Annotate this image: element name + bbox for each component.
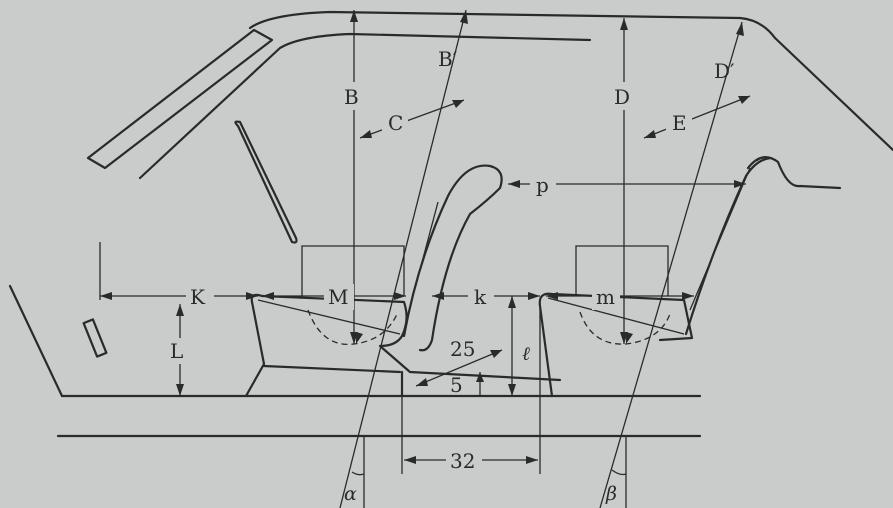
label-25: 25 [450, 337, 475, 361]
label-ell: ℓ [522, 343, 530, 365]
dim-25-arrow-right [490, 350, 502, 358]
front-seat-back [402, 164, 503, 352]
windshield-inner-line [138, 32, 592, 180]
dim-ell-arrow-top [508, 296, 516, 308]
label-B: B [344, 85, 359, 109]
dim-E-arrow-right [738, 96, 750, 104]
label-alpha: α [344, 483, 357, 505]
front-hpoint-box [301, 245, 405, 296]
dim-B-arrow-top [350, 10, 358, 22]
dim-D-arrow-top [620, 18, 628, 30]
label-5: 5 [450, 373, 463, 397]
dim-L-arrow-bottom [176, 384, 184, 396]
label-p: p [536, 173, 549, 197]
dim-25-line [415, 349, 503, 387]
dim-K-arrow-right [246, 292, 258, 300]
dim-E-arrow-left [644, 130, 656, 138]
label-K: K [190, 285, 206, 309]
dim-L-arrow-top [176, 304, 184, 316]
rear-back-contour [689, 167, 751, 311]
dim-p-arrow-right [734, 180, 746, 188]
pedal [82, 318, 108, 358]
steering-column [234, 120, 298, 244]
label-E: E [672, 111, 687, 135]
front-body-line [8, 284, 64, 398]
dim-25-arrow-left [416, 378, 428, 386]
label-M: M [328, 285, 348, 309]
dim-k-arrow-left [432, 292, 444, 300]
front-seat-base [262, 364, 402, 374]
dim-Bprime-arrow-bottom [356, 332, 363, 344]
dim-Dprime-arrow-top [736, 22, 744, 36]
label-k: k [474, 285, 487, 309]
front-hip-arc [307, 309, 399, 346]
dim-p-arrow-left [508, 180, 520, 188]
rear-hpoint-box [575, 245, 669, 296]
roof-outline [248, 10, 893, 152]
label-L: L [170, 339, 183, 363]
label-C: C [388, 111, 403, 135]
front-back-contour [403, 201, 439, 331]
dim-M-arrow-right [394, 292, 406, 300]
dim-32-arrow-right [526, 456, 538, 464]
dim-m-arrow-left [546, 292, 558, 300]
label-D-prime: D′ [714, 59, 735, 83]
dim-C-line [359, 99, 465, 139]
dim-ell-arrow-bottom [508, 384, 516, 396]
dim-E-line [643, 95, 751, 139]
dim-K-arrow-left [100, 292, 112, 300]
dim-k-arrow-right [528, 292, 540, 300]
dim-32-arrow-left [404, 456, 416, 464]
dim-C-arrow-left [360, 130, 372, 138]
rear-deck [746, 156, 842, 190]
rear-seat-back [684, 156, 772, 336]
windshield-frame [86, 28, 274, 170]
dim-C-arrow-right [452, 100, 464, 108]
dim-m-arrow-right [682, 292, 694, 300]
label-32: 32 [450, 449, 475, 473]
dim-M-arrow-left [262, 292, 274, 300]
dim-Dprime-arrow-bottom [626, 332, 633, 344]
dim-Bprime-line [339, 9, 467, 508]
beta-arc [611, 469, 627, 476]
dim-Bprime-arrow-top [460, 10, 468, 24]
label-D: D [614, 85, 630, 109]
label-beta: β [605, 483, 617, 505]
dim-Dprime-line [599, 21, 743, 508]
label-m: m [596, 285, 615, 309]
label-B-prime: B′ [438, 47, 458, 71]
front-cushion-slope [257, 299, 401, 335]
alpha-arc [351, 471, 365, 476]
dim-5-arrow-top [476, 372, 484, 382]
rear-cushion-slope [547, 297, 685, 335]
